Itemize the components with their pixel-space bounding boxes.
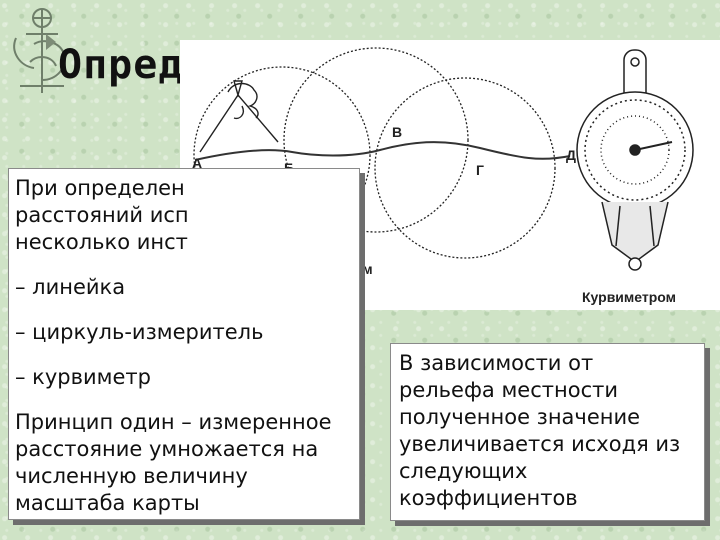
relief-text-box: В зависимости от рельефа местности получ… bbox=[390, 343, 705, 521]
curvimeter-icon bbox=[576, 49, 694, 271]
intro-line-1: При определен bbox=[15, 176, 185, 200]
label-v: В bbox=[392, 124, 402, 140]
label-g: Г bbox=[476, 162, 484, 178]
principle-line-1: Принцип один – измеренное bbox=[15, 410, 332, 434]
relief-line-3: полученное значение bbox=[399, 405, 641, 429]
compass-circle-3 bbox=[374, 77, 556, 259]
label-a: А bbox=[192, 155, 202, 171]
principle-line-3: численную величину bbox=[15, 464, 248, 488]
tool-item-curvimeter: – курвиметр bbox=[15, 365, 151, 389]
principle-line-2: расстояние умножается на bbox=[15, 437, 319, 461]
route-line bbox=[194, 141, 571, 161]
caption-curvimeter: Курвиметром bbox=[582, 289, 676, 305]
relief-line-4: увеличивается исходя из bbox=[399, 432, 681, 456]
tools-text-box: При определен расстояний исп несколько и… bbox=[8, 168, 360, 520]
label-d: Д bbox=[566, 147, 576, 163]
compass-circle-1 bbox=[193, 66, 371, 244]
compass-circle-2 bbox=[283, 47, 469, 233]
slide-title: Опред bbox=[58, 42, 184, 88]
relief-line-2: рельефа местности bbox=[399, 378, 619, 402]
relief-line-6: коэффициентов bbox=[399, 486, 578, 510]
relief-line-1: В зависимости от bbox=[399, 351, 594, 375]
university-logo-icon bbox=[13, 8, 66, 93]
relief-line-5: следующих bbox=[399, 459, 528, 483]
intro-line-2: расстояний исп bbox=[15, 203, 189, 227]
intro-line-3: несколько инст bbox=[15, 230, 188, 254]
principle-line-4: масштаба карты bbox=[15, 491, 200, 515]
compass-hand-icon bbox=[199, 80, 279, 153]
tool-item-ruler: – линейка bbox=[15, 275, 126, 299]
tool-item-compass: – циркуль-измеритель bbox=[15, 320, 264, 344]
